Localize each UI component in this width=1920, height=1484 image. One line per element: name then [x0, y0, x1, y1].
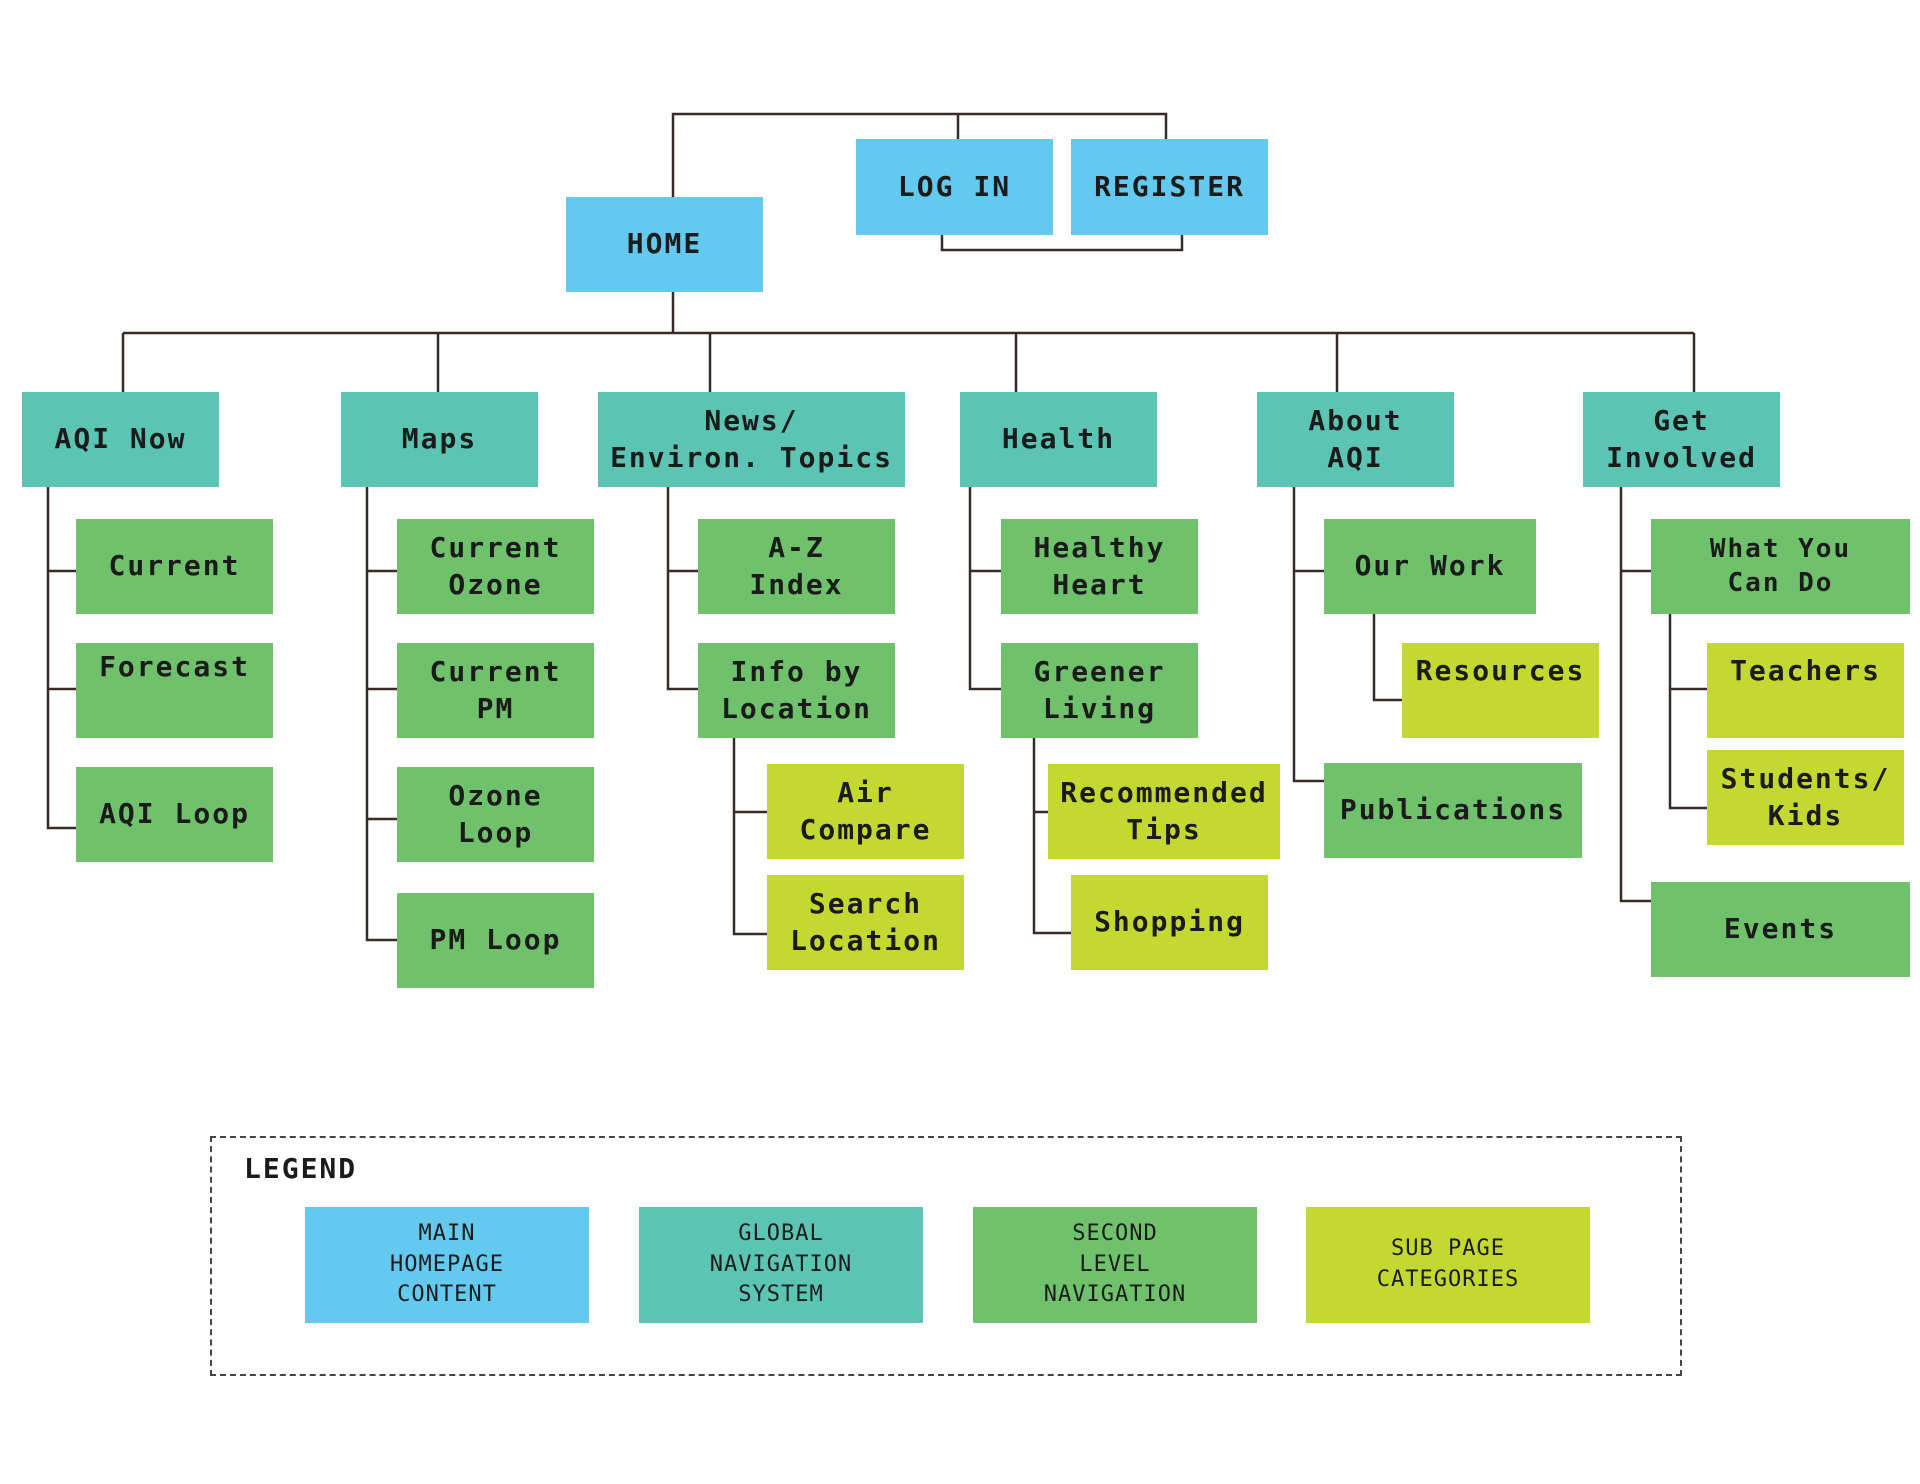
sub-recommended-tips: Recommended Tips — [1048, 764, 1280, 859]
legend-sub-page-categories: SUB PAGE CATEGORIES — [1306, 1207, 1590, 1323]
log-in-node: LOG IN — [856, 139, 1053, 235]
sub-teachers: Teachers — [1707, 643, 1904, 738]
legend-box — [210, 1136, 1682, 1376]
login-register-bracket — [940, 235, 1184, 252]
home-to-login-connector — [671, 112, 1168, 197]
sub-students-kids: Students/ Kids — [1707, 750, 1904, 845]
nav-news-environ-topics: News/ Environ. Topics — [598, 392, 905, 487]
nav-health: Health — [960, 392, 1157, 487]
nav-maps: Maps — [341, 392, 538, 487]
sub-air-compare: Air Compare — [767, 764, 964, 859]
sub-search-location: Search Location — [767, 875, 964, 970]
page-greener-living: Greener Living — [1001, 643, 1198, 738]
page-what-you-can-do: What You Can Do — [1651, 519, 1910, 614]
nav-about-aqi: About AQI — [1257, 392, 1454, 487]
sub-resources: Resources — [1402, 643, 1599, 738]
page-ozone-loop: Ozone Loop — [397, 767, 594, 862]
sub-shopping: Shopping — [1071, 875, 1268, 970]
page-publications: Publications — [1324, 763, 1582, 858]
nav-get-involved: Get Involved — [1583, 392, 1780, 487]
nav-aqi-now: AQI Now — [22, 392, 219, 487]
legend-title: LEGEND — [244, 1152, 358, 1185]
page-aqi-loop: AQI Loop — [76, 767, 273, 862]
home-node: HOME — [566, 197, 763, 292]
page-healthy-heart: Healthy Heart — [1001, 519, 1198, 614]
legend-main-homepage-content: MAIN HOMEPAGE CONTENT — [305, 1207, 589, 1323]
page-current-ozone: Current Ozone — [397, 519, 594, 614]
register-node: REGISTER — [1071, 139, 1268, 235]
page-current-pm: Current PM — [397, 643, 594, 738]
legend-second-level-navigation: SECOND LEVEL NAVIGATION — [973, 1207, 1257, 1323]
page-forecast: Forecast — [76, 643, 273, 738]
page-info-by-location: Info by Location — [698, 643, 895, 738]
page-pm-loop: PM Loop — [397, 893, 594, 988]
page-current: Current — [76, 519, 273, 614]
page-our-work: Our Work — [1324, 519, 1536, 614]
legend-global-navigation-system: GLOBAL NAVIGATION SYSTEM — [639, 1207, 923, 1323]
page-events: Events — [1651, 882, 1910, 977]
page-a-z-index: A-Z Index — [698, 519, 895, 614]
